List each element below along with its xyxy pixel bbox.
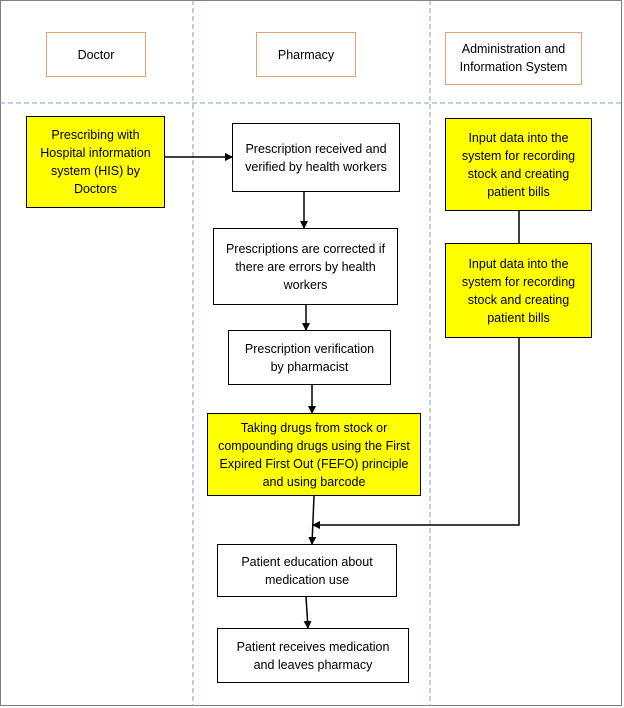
connector-admin-to-pharmacy <box>312 338 520 529</box>
lane-header-pharmacy: Pharmacy <box>256 32 356 77</box>
step-admin-input-1: Input data into the system for recording… <box>445 118 592 211</box>
step-patient-education-text: Patient education about medication use <box>241 554 373 587</box>
step-admin-input-1-text: Input data into the system for recording… <box>461 130 576 199</box>
step-admin-input-2-text: Input data into the system for recording… <box>461 256 576 325</box>
step-rx-corrected-text: Prescriptions are corrected if there are… <box>225 241 386 292</box>
lane-header-doctor: Doctor <box>46 32 146 77</box>
step-rx-corrected: Prescriptions are corrected if there are… <box>213 228 398 305</box>
step-patient-receives-text: Patient receives medication and leaves p… <box>236 639 390 672</box>
step-admin-input-2: Input data into the system for recording… <box>445 243 592 338</box>
step-taking-drugs: Taking drugs from stock or compounding d… <box>207 413 421 496</box>
step-doctor-prescribing-text: Prescribing with Hospital information sy… <box>40 128 151 196</box>
step-doctor-prescribing: Prescribing with Hospital information sy… <box>26 116 165 208</box>
step-patient-education: Patient education about medication use <box>217 544 397 597</box>
step-rx-verification-text: Prescription verification by pharmacist <box>244 341 375 374</box>
lane-header-admin-label: Administration and Information System <box>459 42 568 74</box>
lane-header-pharmacy-label: Pharmacy <box>277 47 335 62</box>
lane-header-doctor-label: Doctor <box>77 47 115 62</box>
step-taking-drugs-text: Taking drugs from stock or compounding d… <box>218 420 410 489</box>
step-rx-verification: Prescription verification by pharmacist <box>228 330 391 385</box>
step-rx-received: Prescription received and verified by he… <box>232 123 400 192</box>
arrow-education-to-receives <box>303 596 312 629</box>
arrow-taking-to-education <box>308 495 317 545</box>
step-rx-received-text: Prescription received and verified by he… <box>245 141 387 174</box>
step-patient-receives: Patient receives medication and leaves p… <box>217 628 409 683</box>
lane-header-admin: Administration and Information System <box>445 32 582 85</box>
